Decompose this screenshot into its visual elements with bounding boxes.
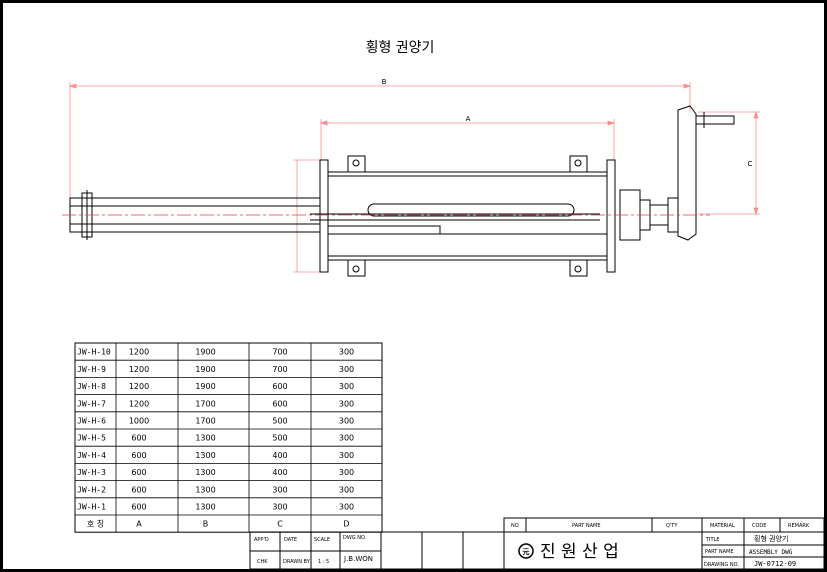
approval-date: DATE — [284, 537, 297, 543]
size-table-row-cell: JW-H-5 — [77, 434, 106, 443]
part-name-label: PART NAME — [705, 549, 734, 555]
crank-handle — [677, 105, 735, 241]
size-table-header-cell: D — [343, 520, 349, 529]
size-table-row-cell: JW-H-7 — [77, 399, 106, 408]
approval-drawn-by: DRAWN BY — [283, 559, 311, 565]
size-table-row-cell: 600 — [131, 451, 146, 460]
size-table-row-cell: 1300 — [195, 502, 215, 511]
size-table-row-cell: 1200 — [129, 348, 149, 357]
parts-header-remark: REMARK — [788, 523, 810, 529]
title-block-text: APP'D DATE SCALE CHK DRAWN BY 1 : 5 J.B.… — [254, 523, 810, 568]
title-label: TITLE — [705, 537, 720, 543]
parts-header-qty: Q'TY — [666, 523, 678, 529]
part-name-value: ASSEMBLY DWG — [749, 549, 793, 556]
svg-text:元: 元 — [523, 548, 530, 556]
size-table-row-cell: 600 — [131, 485, 146, 494]
size-table-row-cell: 1900 — [195, 348, 215, 357]
size-table-header-cell: A — [136, 520, 142, 529]
title-value: 횡형 권양기 — [754, 534, 788, 543]
parts-header-part-name: PART NAME — [572, 523, 601, 529]
size-table-row-cell: 1700 — [195, 416, 215, 425]
mounting-lugs — [347, 155, 588, 277]
parts-header-no: NO — [511, 523, 519, 529]
size-table-row-cell: 1900 — [195, 365, 215, 374]
size-table-row-cell: 300 — [339, 382, 354, 391]
approval-scale: SCALE — [314, 537, 330, 543]
parts-header-material: MATERIAL — [710, 523, 735, 529]
size-table-row-cell: JW-H-6 — [77, 416, 106, 425]
size-table-row-cell: 300 — [339, 451, 354, 460]
size-table-row-cell: 400 — [272, 468, 287, 477]
size-table-row-cell: JW-H-2 — [77, 485, 106, 494]
title-block — [249, 517, 825, 570]
size-table-row-cell: 300 — [339, 485, 354, 494]
approval-chk: CHK — [257, 559, 268, 565]
size-table-row-cell: JW-H-8 — [77, 382, 106, 391]
size-table-row-cell: 300 — [339, 348, 354, 357]
size-table-row-cell: 1200 — [129, 382, 149, 391]
dimension-b — [68, 82, 692, 200]
size-table-row-cell: 300 — [272, 502, 287, 511]
size-table-row-cell: 300 — [339, 434, 354, 443]
paper — [3, 3, 824, 569]
size-table-row-cell: 600 — [131, 434, 146, 443]
size-table-row-cell: 1300 — [195, 468, 215, 477]
size-table-row-cell: 400 — [272, 451, 287, 460]
size-table-row-cell: 500 — [272, 434, 287, 443]
dimension-label-c: C — [748, 160, 753, 168]
size-table-row-cell: 1000 — [129, 416, 149, 425]
size-table-row-cell: JW-H-4 — [77, 451, 106, 460]
size-table-border — [74, 342, 383, 533]
size-table-row-cell: JW-H-3 — [77, 468, 106, 477]
size-table-row-cell: 600 — [131, 468, 146, 477]
size-table-row-cell: 300 — [339, 399, 354, 408]
size-table-row-cell: 1300 — [195, 434, 215, 443]
size-table-row-cell: 700 — [272, 348, 287, 357]
drawing-no-value: JW-0712-09 — [754, 560, 796, 568]
approval-scale-value: 1 : 5 — [318, 559, 329, 565]
company-name: 진 원 산 업 — [540, 542, 619, 562]
dimension-d — [293, 159, 320, 273]
size-table-row-cell: 1200 — [129, 365, 149, 374]
size-table-row-cell: 600 — [272, 399, 287, 408]
size-table-row-cell: 1900 — [195, 382, 215, 391]
size-table-row-cell: 500 — [272, 416, 287, 425]
size-table-row-cell: 1200 — [129, 399, 149, 408]
size-table-row-cell: 1700 — [195, 399, 215, 408]
size-table-row-cell: 300 — [339, 502, 354, 511]
left-end-plate — [319, 159, 329, 273]
size-table-row-cell: 700 — [272, 365, 287, 374]
dwg-no-label: DWG NO. — [343, 535, 367, 541]
size-table-header-cell: C — [277, 520, 283, 529]
slide-slot — [367, 203, 575, 217]
company-logo-icon: 元 — [518, 543, 534, 559]
dimension-label-a: A — [466, 115, 471, 123]
size-table-row-cell: 300 — [339, 365, 354, 374]
size-table-header-cell: 호 칭 — [87, 520, 104, 529]
size-table-row-cell: 300 — [339, 468, 354, 477]
size-table-row-cell: 600 — [131, 502, 146, 511]
size-table-header-cell: B — [203, 520, 209, 529]
parts-header-code: CODE — [752, 523, 766, 529]
size-table-row-cell: 300 — [339, 416, 354, 425]
size-table-row-cell: 300 — [272, 485, 287, 494]
drawing-title: 횡형 권양기 — [366, 40, 435, 56]
dimension-c — [698, 110, 760, 216]
size-table-row-cell: 1300 — [195, 485, 215, 494]
dimension-a — [319, 119, 616, 160]
size-table-row-cell: 1300 — [195, 451, 215, 460]
size-table-row-cell: JW-H-10 — [77, 348, 111, 357]
dimension-label-b: B — [382, 78, 387, 86]
drawing-no-label: DRAWING NO. — [704, 562, 739, 568]
approval-appd: APP'D — [254, 537, 269, 543]
size-table-row-cell: JW-H-9 — [77, 365, 106, 374]
drawn-by-name: J.B.WON — [343, 555, 373, 563]
size-table-row-cell: JW-H-1 — [77, 502, 106, 511]
size-table-row-cell: 600 — [272, 382, 287, 391]
winch-drawing: B A C — [62, 78, 760, 277]
right-end-plate — [606, 159, 616, 273]
